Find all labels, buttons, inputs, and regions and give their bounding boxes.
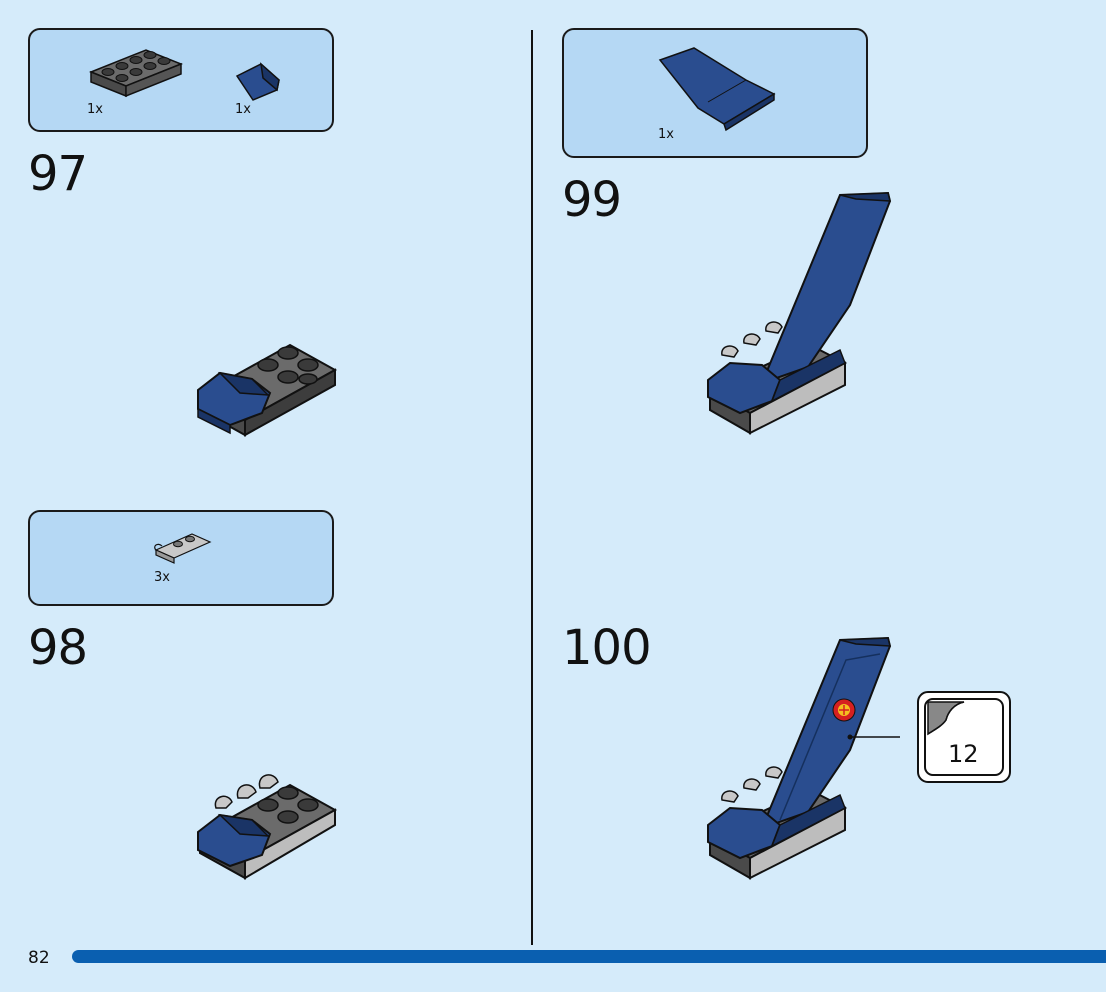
progress-bar <box>72 950 1106 963</box>
step-99-model <box>707 191 892 435</box>
sticker-callout <box>917 691 1011 783</box>
step-98-model <box>197 774 338 880</box>
step-98-parts-box: 3x <box>28 510 334 606</box>
part-quantity: 1x <box>658 127 674 142</box>
step-99-parts-box: 1x <box>562 28 868 158</box>
step-97-model <box>197 343 338 437</box>
part-quantity: 3x <box>154 570 170 585</box>
part-quantity: 1x <box>87 102 103 117</box>
sticker-number: 12 <box>948 740 979 768</box>
step-number: 100 <box>562 620 652 676</box>
slope-dark-blue-icon <box>235 62 280 101</box>
plate-clip-light-grey-icon <box>154 533 212 564</box>
step-100-model <box>707 636 900 880</box>
page-number: 82 <box>28 948 50 968</box>
step-number: 99 <box>562 172 622 228</box>
part-quantity: 1x <box>235 102 251 117</box>
wing-plate-dark-blue-icon <box>658 47 776 132</box>
plate-2x4-dark-grey-icon <box>88 49 184 98</box>
step-number: 97 <box>28 146 88 202</box>
step-number: 98 <box>28 620 88 676</box>
column-divider <box>531 30 533 945</box>
step-97-parts-box: 1x 1x <box>28 28 334 132</box>
